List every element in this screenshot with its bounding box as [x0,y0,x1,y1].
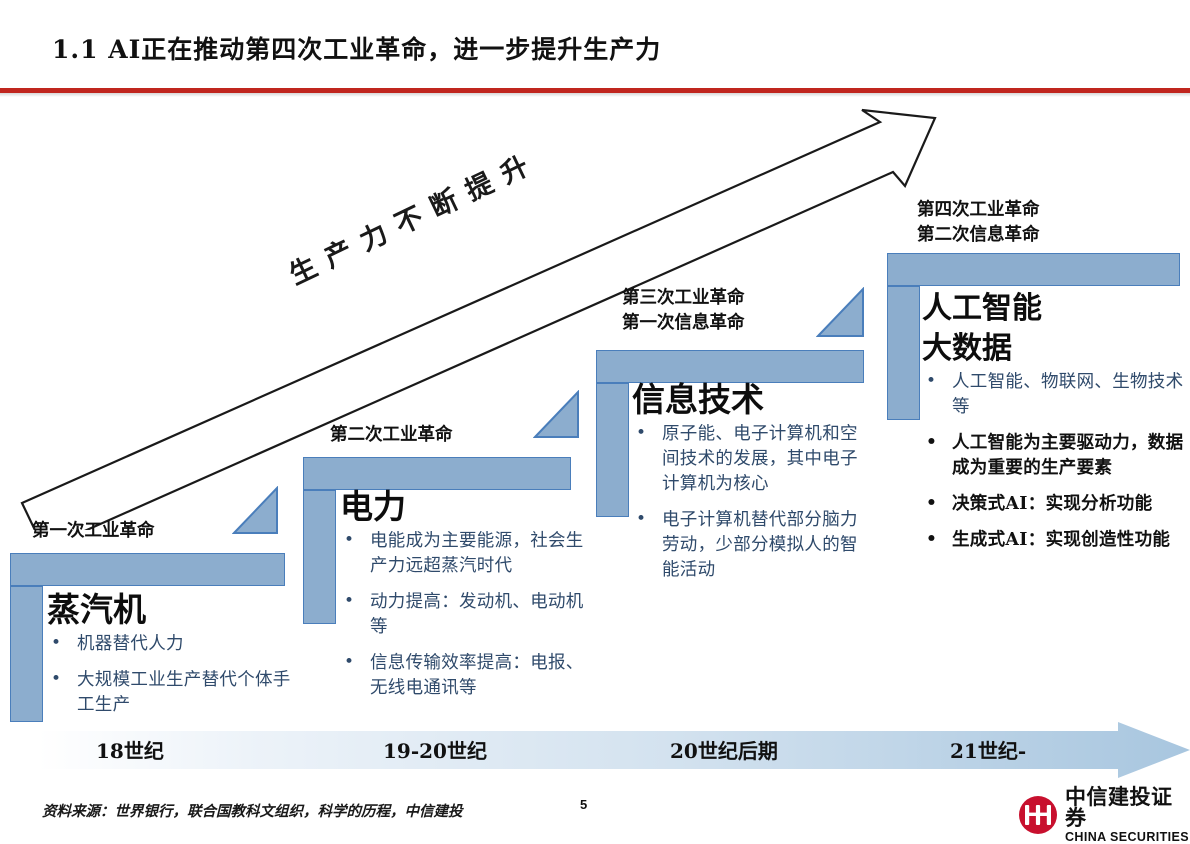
step-3-bullets: 原子能、电子计算机和空间技术的发展，其中电子计算机为核心 电子计算机替代部分脑力… [632,421,872,583]
list-item: 机器替代人力 [47,631,297,657]
source-note: 资料来源：世界银行，联合国教科文组织，科学的历程，中信建投 [42,803,463,820]
list-item: 电能成为主要能源，社会生产力远超蒸汽时代 [340,528,585,579]
step-4-heading-line-2: 第二次信息革命 [917,225,1040,245]
list-item: 人工智能为主要驱动力，数据成为重要的生产要素 [922,430,1184,481]
list-item: 大规模工业生产替代个体手工生产 [47,667,297,718]
step-3-bracket-top [596,350,864,383]
list-item: 人工智能、物联网、生物技术等 [922,369,1184,420]
step-1-heading: 第一次工业革命 [32,521,155,541]
step-2-bullets: 电能成为主要能源，社会生产力远超蒸汽时代 动力提高：发动机、电动机等 信息传输效… [340,528,585,701]
timeline-label-2: 19-20世纪 [383,739,487,763]
step-4-bracket-top [887,253,1180,286]
step-4-heading-line-1: 第四次工业革命 [917,200,1040,220]
timeline-arrow-icon [38,722,1190,778]
page-number: 5 [580,797,588,812]
logo-text: 中信建投证券 CHINA SECURITIES [1065,786,1190,844]
citic-emblem-icon [1019,795,1057,834]
step-3-heading: 第三次工业革命 第一次信息革命 [622,286,745,336]
step-3-heading-line-2: 第一次信息革命 [622,313,745,333]
step-3-riser-triangle-icon [816,287,864,337]
list-item: 决策式AI：实现分析功能 [922,491,1184,517]
step-2-bracket-top [303,457,571,490]
step-4-bracket-left [887,286,920,420]
step-3-heading-line-1: 第三次工业革命 [622,288,745,308]
step-1-bullets: 机器替代人力 大规模工业生产替代个体手工生产 [47,631,297,718]
step-4-bullets: 人工智能、物联网、生物技术等 人工智能为主要驱动力，数据成为重要的生产要素 决策… [922,369,1184,553]
step-1-body: 蒸汽机 机器替代人力 大规模工业生产替代个体手工生产 [47,590,297,729]
step-3-body: 信息技术 原子能、电子计算机和空间技术的发展，其中电子计算机为核心 电子计算机替… [632,380,872,594]
logo-name-cn: 中信建投证券 [1065,784,1173,830]
company-logo: 中信建投证券 CHINA SECURITIES [1018,786,1190,844]
list-item: 生成式AI：实现创造性功能 [922,527,1184,553]
step-1-riser-triangle-icon [232,486,278,534]
list-item: 信息传输效率提高：电报、无线电通讯等 [340,650,585,701]
step-4-heading: 第四次工业革命 第二次信息革命 [917,198,1040,248]
step-3-bracket-left [596,383,629,517]
list-item: 电子计算机替代部分脑力劳动，少部分模拟人的智能活动 [632,507,872,583]
list-item: 原子能、电子计算机和空间技术的发展，其中电子计算机为核心 [632,421,872,497]
step-2-heading: 第二次工业革命 [330,425,453,445]
step-2-bracket-left [303,490,336,624]
step-1-bracket-left [10,586,43,722]
title-rule [0,88,1190,93]
timeline-labels: 18世纪 19-20世纪 20世纪后期 21世纪- [38,722,1190,778]
step-1-bracket-top [10,553,285,586]
step-2-riser-triangle-icon [533,390,579,438]
step-1-title: 蒸汽机 [47,590,146,629]
title-rule-shadow [0,93,1190,97]
step-4-subtitle: 大数据 [922,331,1012,366]
timeline-label-4: 21世纪- [950,739,1027,763]
logo-name-en: CHINA SECURITIES [1065,830,1190,844]
step-3-title: 信息技术 [632,380,764,419]
step-4-title: 人工智能 [922,291,1042,326]
page-title: 1.1 AI正在推动第四次工业革命，进一步提升生产力 [52,35,662,64]
timeline-label-1: 18世纪 [96,739,164,763]
timeline-label-3: 20世纪后期 [670,739,778,763]
list-item: 动力提高：发动机、电动机等 [340,589,585,640]
step-2-title: 电力 [340,487,406,526]
step-4-body: 人工智能 大数据 人工智能、物联网、生物技术等 人工智能为主要驱动力，数据成为重… [922,290,1184,564]
step-2-body: 电力 电能成为主要能源，社会生产力远超蒸汽时代 动力提高：发动机、电动机等 信息… [340,487,585,712]
productivity-arrow-label: 生产力不断提升 [284,145,545,292]
